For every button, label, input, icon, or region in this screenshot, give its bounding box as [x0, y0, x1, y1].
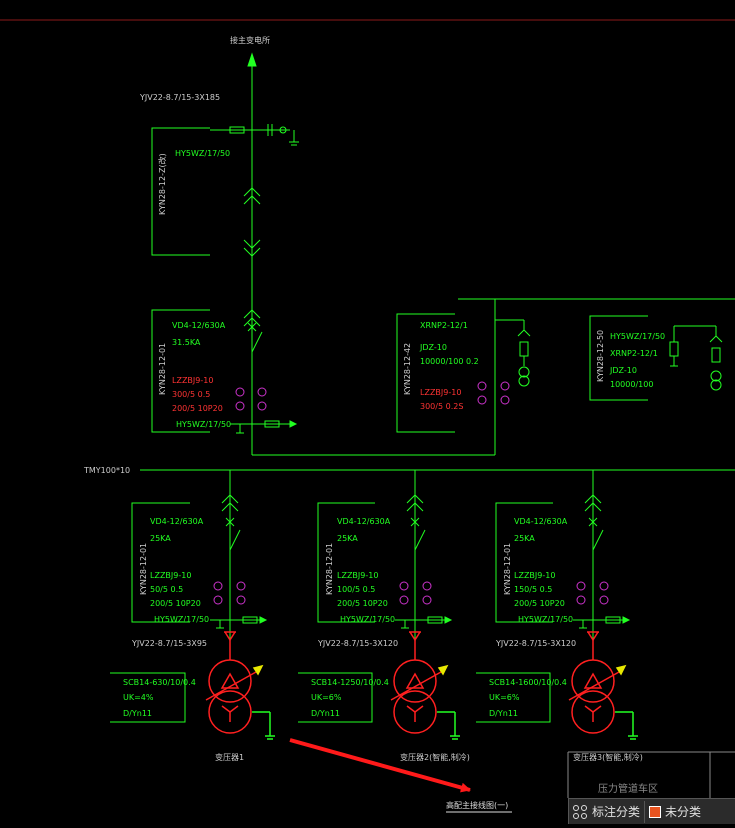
arrester-top-label: HY5WZ/17/50: [175, 149, 230, 158]
feeder-3-ct-symbols: [576, 581, 609, 605]
feeder-2-transformer-icon: [390, 631, 460, 740]
main-breaking-label: 31.5KA: [172, 338, 201, 347]
feeder-1-tx-model: SCB14-630/10/0.4: [123, 678, 196, 687]
feeder-2-cable: YJV22-8.7/15-3X120: [317, 639, 398, 648]
incoming-cabinet-code: KYN28-12-Z(改): [157, 153, 167, 215]
label-classify-button[interactable]: 标注分类: [569, 801, 644, 823]
feeder-2-breaking: 25KA: [337, 534, 358, 543]
unclassified-button[interactable]: 未分类: [644, 800, 705, 823]
pt-ct-symbols: [477, 381, 510, 405]
status-toolbar: 标注分类 未分类: [568, 798, 735, 824]
unclassified-text: 未分类: [665, 805, 702, 819]
feeder-1-breaking: 25KA: [150, 534, 171, 543]
main-ct-symbols: [235, 387, 267, 411]
pt-fuse-label: XRNP2-12/1: [420, 321, 468, 330]
feeder-2-ct-ratio2: 200/5 10P20: [337, 599, 388, 608]
feeder-2-arrester: HY5WZ/17/50: [340, 615, 395, 624]
feeder-3-uk: UK=6%: [489, 693, 520, 702]
main-ct-model: LZZBJ9-10: [172, 376, 213, 385]
meter-pt-ratio: 10000/100: [610, 380, 653, 389]
main-breaker-label: VD4-12/630A: [172, 321, 226, 330]
feeder-3-breaking: 25KA: [514, 534, 535, 543]
pt-model-label: JDZ-10: [419, 343, 447, 352]
feeder-1-ct-ratio2: 200/5 10P20: [150, 599, 201, 608]
color-square-icon: [649, 805, 662, 818]
feeder-3-ct-ratio: 150/5 0.5: [514, 585, 552, 594]
feeder-1-breaker: VD4-12/630A: [150, 517, 204, 526]
busbar-label: TMY100*10: [83, 466, 130, 475]
feeder-2-cabinet-code: KYN28-12-01: [325, 543, 334, 595]
main-ct-ratio2: 200/5 10P20: [172, 404, 223, 413]
feeder-1-uk: UK=4%: [123, 693, 154, 702]
feeder-3-tx-model: SCB14-1600/10/0.4: [489, 678, 567, 687]
title-block-label: 压力管道车区: [598, 782, 658, 795]
meter-cabinet-circuit: [589, 315, 723, 401]
feeder-2-breaker: VD4-12/630A: [337, 517, 391, 526]
meter-pt-label: JDZ-10: [609, 366, 637, 375]
feeder-3-ct-model: LZZBJ9-10: [514, 571, 555, 580]
feeder-2-uk: UK=6%: [311, 693, 342, 702]
feeder-1-tx-name: 变压器1: [215, 752, 244, 762]
annotation-arrow: [289, 738, 471, 793]
feeder-2-ct-model: LZZBJ9-10: [337, 571, 378, 580]
meter-cabinet-code: KYN28-12-50: [596, 330, 605, 382]
feeder-2-ct-symbols: [399, 581, 432, 605]
main-arrester-label: HY5WZ/17/50: [176, 420, 231, 429]
feeder-1-cabinet-code: KYN28-12-01: [139, 543, 148, 595]
pt-ct-ratio: 300/5 0.2S: [420, 402, 463, 411]
feeder-2-ct-ratio: 100/5 0.5: [337, 585, 375, 594]
feeder-1-ct-ratio: 50/5 0.5: [150, 585, 183, 594]
incoming-circuit: [151, 52, 495, 456]
feeder-1-circuit: [110, 470, 268, 723]
pt-ratio-label: 10000/100 0.2: [420, 357, 479, 366]
feeder-2-circuit: [298, 470, 453, 723]
feeder-1-vector: D/Yn11: [123, 709, 152, 718]
feeder-3-transformer-icon: [568, 631, 638, 740]
feeder-2-vector: D/Yn11: [311, 709, 340, 718]
feeder-3-breaker: VD4-12/630A: [514, 517, 568, 526]
top-label: 接主变电所: [230, 35, 270, 45]
pt-cabinet-circuit: [396, 298, 735, 455]
feeder-1-arrester: HY5WZ/17/50: [154, 615, 209, 624]
feeder-3-tx-name: 变压器3(智能,制冷): [573, 752, 643, 762]
feeder-1-transformer-icon: [205, 631, 275, 740]
feeder-2-tx-name: 变压器2(智能,制冷): [400, 752, 470, 762]
drawing-title: 高配主接线图(一): [446, 800, 508, 810]
main-cabinet-code: KYN28-12-01: [158, 343, 167, 395]
label-classify-text: 标注分类: [592, 805, 641, 819]
feeder-3-vector: D/Yn11: [489, 709, 518, 718]
feeder-1-cable: YJV22-8.7/15-3X95: [131, 639, 207, 648]
feeder-1-ct-symbols: [213, 581, 246, 605]
pt-ct-model: LZZBJ9-10: [420, 388, 461, 397]
main-ct-ratio: 300/5 0.5: [172, 390, 210, 399]
title-block-frame: [567, 751, 735, 798]
meter-arrester-label: HY5WZ/17/50: [610, 332, 665, 341]
feeder-3-arrester: HY5WZ/17/50: [518, 615, 573, 624]
feeder-2-tx-model: SCB14-1250/10/0.4: [311, 678, 389, 687]
pt-cabinet-code: KYN28-12-42: [403, 343, 412, 395]
feeder-3-ct-ratio2: 200/5 10P20: [514, 599, 565, 608]
feeder-3-cabinet-code: KYN28-12-01: [503, 543, 512, 595]
feeder-3-circuit: [476, 470, 631, 723]
meter-fuse-label: XRNP2-12/1: [610, 349, 658, 358]
feeder-3-cable: YJV22-8.7/15-3X120: [495, 639, 576, 648]
incoming-cable-label: YJV22-8.7/15-3X185: [139, 93, 220, 102]
feeder-1-ct-model: LZZBJ9-10: [150, 571, 191, 580]
grid-icon: [573, 804, 587, 819]
